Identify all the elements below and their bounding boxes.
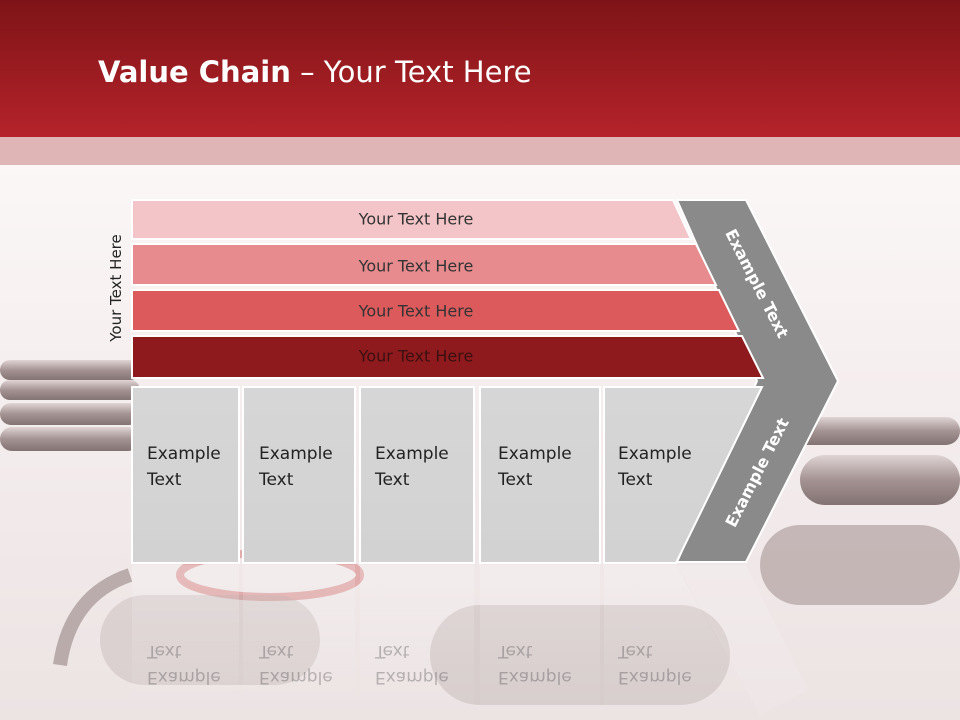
header-bar — [0, 0, 960, 137]
activity-box-5-line2: Text — [617, 470, 653, 490]
activity-box-1-line1: Example — [147, 444, 221, 464]
activity-box-3-line2: Text — [374, 470, 410, 490]
activity-box-2: Example Text — [242, 386, 356, 564]
support-row-3-label: Your Text Here — [358, 302, 474, 321]
svg-text:Text: Text — [617, 641, 653, 661]
support-row-2-label: Your Text Here — [358, 257, 474, 276]
activity-box-2-line1: Example — [259, 444, 333, 464]
activity-box-2-line2: Text — [258, 470, 294, 490]
side-vertical-label: Your Text Here — [107, 234, 125, 342]
svg-text:Text: Text — [146, 641, 182, 661]
svg-text:Text: Text — [258, 641, 294, 661]
svg-text:Example: Example — [259, 667, 333, 687]
activity-box-4-line1: Example — [498, 444, 572, 464]
activity-box-1: Example Text — [131, 386, 240, 564]
header-band — [0, 137, 960, 165]
svg-text:Example: Example — [618, 667, 692, 687]
svg-text:Example: Example — [375, 667, 449, 687]
page-title: Value Chain – Your Text Here — [98, 55, 532, 89]
svg-text:Text: Text — [374, 641, 410, 661]
boxes-reflection — [132, 565, 808, 715]
activity-box-3-line1: Example — [375, 444, 449, 464]
svg-text:Example: Example — [498, 667, 572, 687]
support-row-3: Your Text Here — [131, 289, 741, 332]
support-row-2: Your Text Here — [131, 243, 718, 286]
activity-box-5: Example Text — [603, 386, 764, 564]
activity-box-4: Example Text — [479, 386, 601, 564]
title-rest: – Your Text Here — [290, 55, 532, 89]
activity-box-5-line1: Example — [618, 444, 692, 464]
title-bold: Value Chain — [98, 55, 291, 89]
support-row-1-label: Your Text Here — [358, 210, 474, 229]
activity-box-4-line2: Text — [497, 470, 533, 490]
support-row-4: Your Text Here — [131, 335, 765, 379]
support-row-4-label: Your Text Here — [358, 347, 474, 366]
activity-box-3: Example Text — [359, 386, 475, 564]
svg-text:Example: Example — [147, 667, 221, 687]
reflection-text: Example Text Example Text Example Text E… — [146, 641, 692, 687]
activity-box-1-line2: Text — [146, 470, 182, 490]
svg-text:Text: Text — [497, 641, 533, 661]
support-row-1: Your Text Here — [131, 199, 693, 240]
